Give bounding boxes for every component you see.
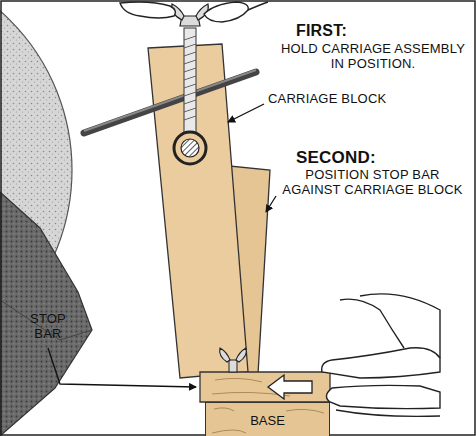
eye-bolt bbox=[174, 132, 206, 164]
stop-bar-wing-nut bbox=[220, 348, 247, 362]
hand-line bbox=[360, 294, 440, 358]
direction-arrow bbox=[268, 375, 312, 399]
part-name: STOP BAR bbox=[16, 312, 80, 342]
tool-rod bbox=[84, 72, 256, 133]
step-note: POSITION STOP BAR AGAINST CARRIAGE BLOCK bbox=[280, 168, 465, 198]
leader-line bbox=[48, 348, 196, 387]
part-name: BASE bbox=[250, 413, 285, 428]
leader-line bbox=[228, 104, 264, 122]
threaded-stem bbox=[184, 28, 196, 134]
step-heading: SECOND: bbox=[296, 148, 416, 168]
threads bbox=[184, 36, 196, 120]
hand-thumb bbox=[322, 348, 440, 378]
hand-line bbox=[340, 299, 404, 348]
step-heading: FIRST: bbox=[296, 22, 416, 40]
base-block: BASE bbox=[205, 402, 330, 436]
hand-line bbox=[248, 2, 268, 10]
stop-bar-bolt bbox=[229, 360, 237, 372]
part-name: CARRIAGE BLOCK bbox=[268, 92, 418, 107]
hand-line bbox=[336, 410, 440, 416]
tool-rod-shine bbox=[84, 70, 256, 131]
hand-thumb bbox=[204, 2, 248, 22]
leader-line bbox=[266, 196, 276, 212]
eye-bolt-rod bbox=[181, 139, 199, 157]
stop-bar bbox=[200, 372, 330, 402]
wing-nut-wings bbox=[172, 4, 209, 20]
step-note: HOLD CARRIAGE ASSEMBLY IN POSITION. bbox=[278, 42, 468, 72]
hand-finger bbox=[120, 2, 175, 18]
hand-finger bbox=[326, 385, 440, 408]
tool-rest bbox=[0, 192, 92, 436]
